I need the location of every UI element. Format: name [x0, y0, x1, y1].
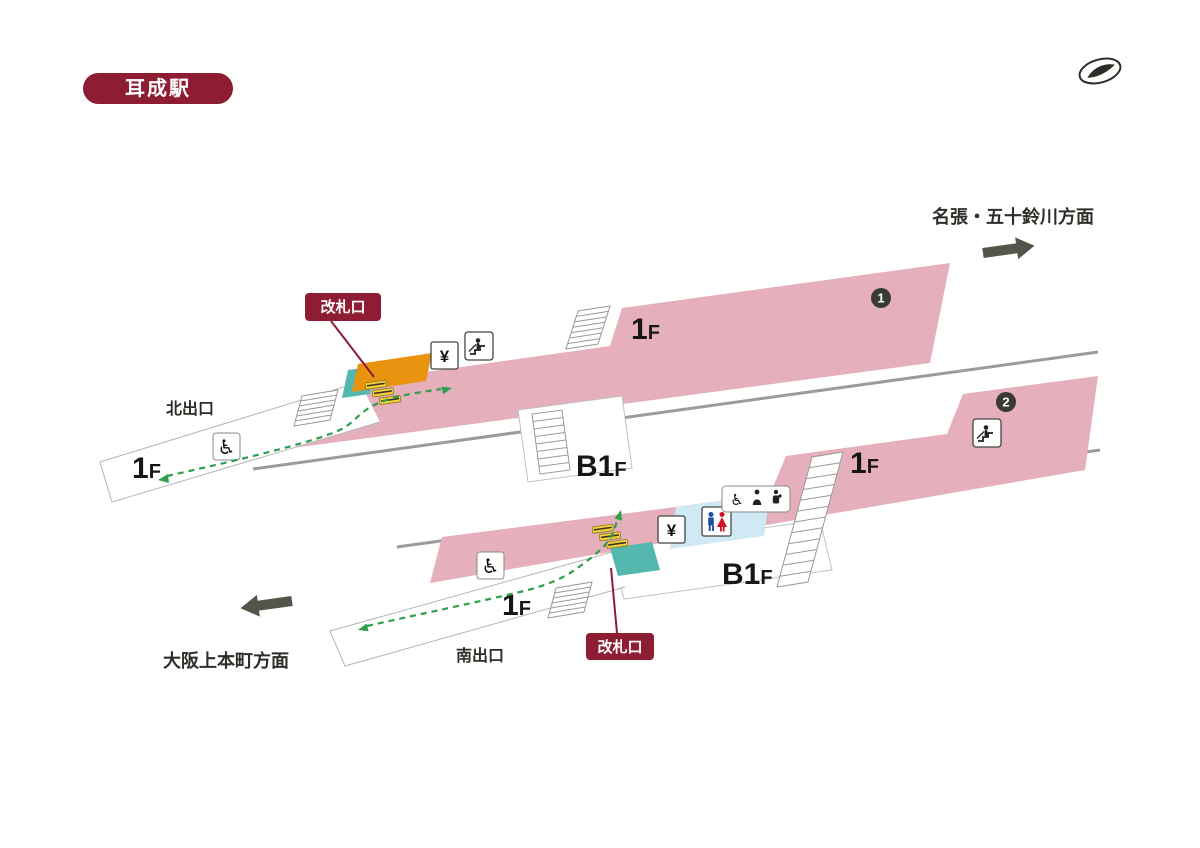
direction-arrow-right [982, 237, 1035, 260]
stair-steps [549, 586, 591, 614]
ticket-gates-south [591, 523, 629, 549]
ticket-machine-icon: ¥ [667, 521, 677, 540]
wheelchair-icon: ♿ [218, 437, 236, 459]
gate-callout-south: 改札口 [586, 567, 654, 660]
sign-box [212, 432, 241, 461]
route-arrowhead [614, 510, 622, 521]
b1f-label-lower: B1F [722, 558, 773, 591]
ramp-lower [610, 542, 660, 576]
direction-label-right: 名張・五十鈴川方面 [932, 206, 1094, 227]
toilet-icon [708, 512, 727, 532]
stairs-north-exit [293, 389, 339, 427]
direction-label-left: 大阪上本町方面 [163, 650, 289, 671]
walking-routes [166, 387, 620, 628]
gate-label: 改札口 [597, 638, 642, 656]
gate-callout-north: 改札口 [305, 293, 381, 378]
wheelchair-sign-north: ♿ [212, 432, 241, 461]
ticket-machine-sign-lower: ¥ [657, 515, 686, 544]
stair-steps [295, 394, 337, 422]
callout-box [586, 633, 654, 660]
gate-machine-stripe [600, 534, 619, 539]
route-arrowhead [441, 386, 452, 395]
stairs-to-b1f-lower [776, 451, 844, 588]
stairs-to-b1f-upper [531, 409, 571, 475]
logo-bird [1087, 64, 1115, 78]
railway-logo [1078, 57, 1122, 85]
south-concourse-floor-label: 1F [502, 589, 531, 622]
b1f-label-upper: B1F [576, 450, 627, 483]
callout-line [610, 567, 618, 634]
arrow-right-icon [982, 237, 1035, 260]
escalator-sign-upper [464, 331, 494, 361]
platform-2-floor-label: 1F [850, 447, 879, 480]
gate-machine-stripe [373, 390, 392, 395]
ticket-machine-icon: ¥ [440, 347, 450, 366]
sign-box [476, 551, 505, 580]
wheelchair-sign-south: ♿ [476, 551, 505, 580]
platform-2-number-badge: 2 [996, 392, 1016, 412]
south-concourse [329, 551, 626, 667]
escalator-sign-lower [972, 418, 1002, 448]
gate-machine-stripe [593, 526, 612, 531]
accessible-facilities-sign: ♿ [721, 485, 791, 513]
direction-arrow-left [240, 594, 293, 617]
sign-box [657, 515, 686, 544]
escalator-icon [976, 425, 993, 442]
stairs-south-exit [547, 581, 593, 619]
platform-1-number-badge: 1 [871, 288, 891, 308]
south-exit-label: 南出口 [456, 646, 504, 665]
stair-steps [567, 310, 609, 345]
north-exit-label: 北出口 [166, 399, 214, 418]
platform-number: 2 [1002, 395, 1009, 410]
platform-1 [285, 263, 950, 449]
stair-steps [779, 462, 841, 577]
gate-label: 改札口 [320, 298, 365, 316]
platform-1-floor-label: 1F [631, 313, 660, 346]
callout-box [305, 293, 381, 321]
baby-care-icon [752, 489, 762, 505]
gate-machine-stripe [608, 541, 627, 546]
route-arrowhead [158, 474, 169, 483]
route-arrowhead [358, 623, 369, 632]
route-arrowheads [158, 386, 622, 632]
wheelchair-icon: ♿ [482, 556, 500, 578]
arrow-left-icon [240, 594, 293, 617]
north-concourse-floor-label: 1F [132, 452, 161, 485]
gate-machine-stripe [366, 382, 385, 387]
track-line-1 [252, 350, 1099, 471]
station-name: 耳成駅 [125, 76, 191, 100]
ticket-machine-sign-upper: ¥ [430, 341, 459, 370]
toilet-sign [701, 506, 732, 537]
stairs-platform-1 [565, 305, 611, 350]
nursing-icon [772, 489, 782, 504]
route-south [366, 516, 620, 628]
number-circle [871, 288, 891, 308]
platform-number: 1 [877, 291, 884, 306]
wheelchair-icon: ♿ [730, 492, 743, 509]
escalator-icon [468, 338, 485, 355]
number-circle [996, 392, 1016, 412]
sign-box [721, 485, 791, 513]
callout-line [330, 320, 375, 378]
station-name-badge: 耳成駅 [83, 73, 233, 104]
stair-steps [532, 417, 570, 467]
sign-box [430, 341, 459, 370]
badge-box [83, 73, 233, 104]
